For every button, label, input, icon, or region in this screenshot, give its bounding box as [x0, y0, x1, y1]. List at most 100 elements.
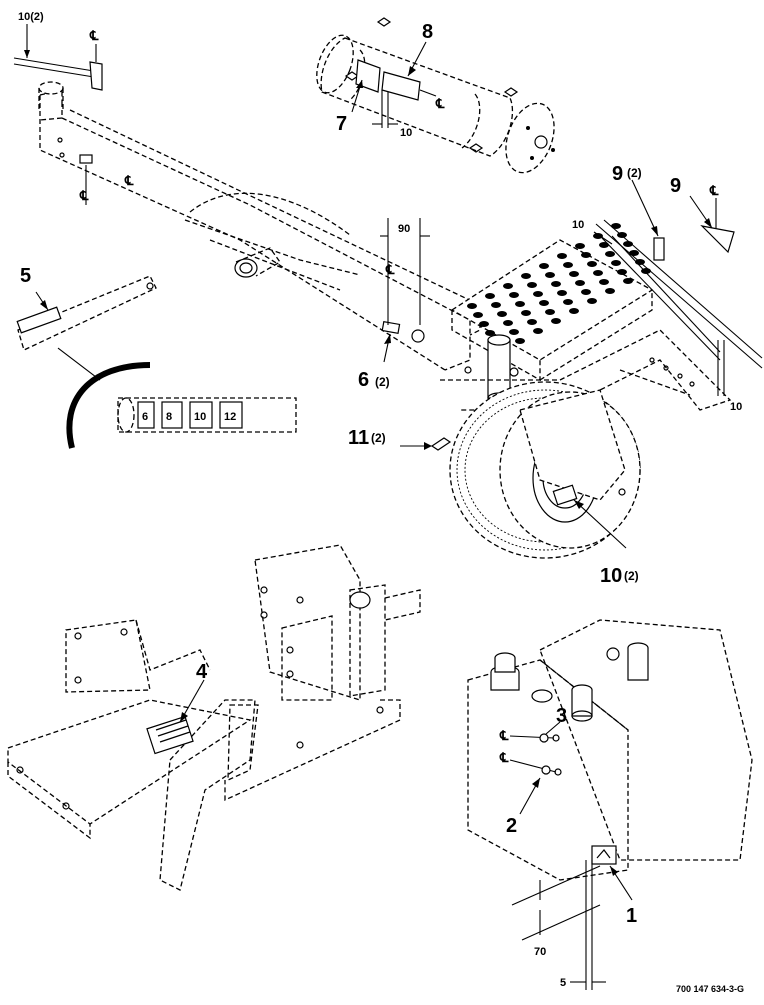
step-hole — [527, 319, 537, 325]
step-hole — [623, 278, 633, 284]
callout-3: 3 — [556, 705, 567, 727]
decal-4 — [146, 715, 194, 755]
callout-6-qty: (2) — [375, 375, 390, 389]
callout-8: 8 — [422, 21, 433, 43]
decal-2 — [541, 765, 551, 775]
step-hole — [569, 308, 579, 314]
decal-1 — [591, 845, 617, 865]
strip-mark-8: 8 — [166, 411, 172, 423]
callout-2: 2 — [506, 815, 517, 837]
dim-5: 5 — [560, 977, 566, 989]
step-hole — [593, 233, 603, 239]
step-hole — [521, 310, 531, 316]
step-hole — [515, 338, 525, 344]
step-hole — [545, 309, 555, 315]
step-hole — [581, 252, 591, 258]
dim-90: 90 — [398, 223, 410, 235]
strip-inset-marks: 6 8 10 12 — [137, 401, 243, 429]
step-assembly: 9 (2) 9 ℄ 10 10 — [440, 163, 763, 413]
callout-11-qty: (2) — [371, 431, 386, 445]
step-hole — [617, 269, 627, 275]
decal-5 — [16, 306, 62, 334]
hitch-frame: 4 — [7, 544, 421, 891]
callout-5: 5 — [20, 265, 31, 287]
step-hole — [485, 293, 495, 299]
step-hole — [587, 298, 597, 304]
step-hole — [593, 270, 603, 276]
callout-9-left-qty: (2) — [627, 166, 642, 180]
centerline-top-left: ℄ — [89, 28, 99, 43]
dim-10-step-left: 10 — [572, 219, 584, 231]
step-hole — [509, 329, 519, 335]
callout-7: 7 — [336, 113, 347, 135]
decal-tongue — [79, 154, 93, 164]
step-hole — [503, 320, 513, 326]
strip-mark-10: 10 — [194, 411, 206, 423]
step-hole — [587, 261, 597, 267]
strip-mark-6: 6 — [142, 411, 148, 423]
tank-filler-cap — [490, 652, 520, 691]
step-hole — [509, 292, 519, 298]
step-hole — [575, 280, 585, 286]
decal-9-left — [653, 237, 665, 261]
step-hole — [539, 300, 549, 306]
callout-4: 4 — [196, 661, 208, 683]
centerline-tongue-2: ℄ — [124, 173, 134, 188]
callout-11: 11 — [348, 427, 369, 449]
step-hole — [503, 283, 513, 289]
step-hole — [533, 328, 543, 334]
step-hole — [557, 253, 567, 259]
step-hole — [521, 273, 531, 279]
step-hole — [485, 330, 495, 336]
step-hole — [545, 272, 555, 278]
callout-10: 10 — [600, 565, 622, 587]
callout-10-qty: (2) — [624, 569, 639, 583]
dim-10-cylinder: 10 — [400, 127, 412, 139]
dim-10-step-right: 10 — [730, 401, 742, 413]
step-hole — [539, 263, 549, 269]
centerline-decal-3: ℄ — [499, 728, 509, 743]
step-hole — [479, 321, 489, 327]
step-hole — [575, 243, 585, 249]
wheel-tire: 10 (2) 11 (2) — [348, 381, 641, 587]
centerline-step: ℄ — [709, 183, 719, 198]
step-hole — [563, 299, 573, 305]
callout-9-left: 9 — [612, 163, 623, 185]
centerline-decal-2: ℄ — [499, 750, 509, 765]
tongue-frame: ℄ ℄ 90 ℄ 6 (2) — [38, 81, 481, 391]
centerline-tongue: ℄ — [79, 188, 89, 203]
step-hole — [551, 281, 561, 287]
step-hole — [569, 271, 579, 277]
step-hole — [611, 260, 621, 266]
step-hole — [611, 223, 621, 229]
decal-3 — [539, 733, 549, 743]
decal-9-right — [700, 225, 735, 254]
dim-70: 70 — [534, 946, 546, 958]
step-hole — [473, 312, 483, 318]
dim-10-2-top: 10(2) — [18, 11, 44, 23]
step-hole — [497, 311, 507, 317]
hydraulic-cylinder: 10 ℄ 7 8 — [316, 17, 555, 174]
hydraulic-tank: 1 70 5 ℄ ℄ 3 2 — [467, 619, 753, 990]
step-hole — [557, 290, 567, 296]
step-hole — [551, 318, 561, 324]
tongue-end-decal: 10(2) ℄ — [13, 11, 103, 91]
centerline-frame: ℄ — [385, 262, 395, 277]
step-hole — [605, 288, 615, 294]
callout-6: 6 — [358, 369, 369, 391]
callout-9-right: 9 — [670, 175, 681, 197]
indicator-strip: 5 6 8 10 12 — [16, 265, 297, 449]
decal-11 — [430, 437, 452, 451]
step-hole — [515, 301, 525, 307]
step-hole — [563, 262, 573, 268]
drawing-number: 700 147 634-3-G — [676, 984, 744, 994]
step-hole — [605, 251, 615, 257]
step-hole — [467, 303, 477, 309]
decal-top-left — [89, 61, 103, 91]
step-hole — [599, 279, 609, 285]
decal-8 — [381, 71, 421, 101]
centerline-cylinder: ℄ — [435, 96, 445, 111]
decal-6 — [381, 320, 401, 335]
